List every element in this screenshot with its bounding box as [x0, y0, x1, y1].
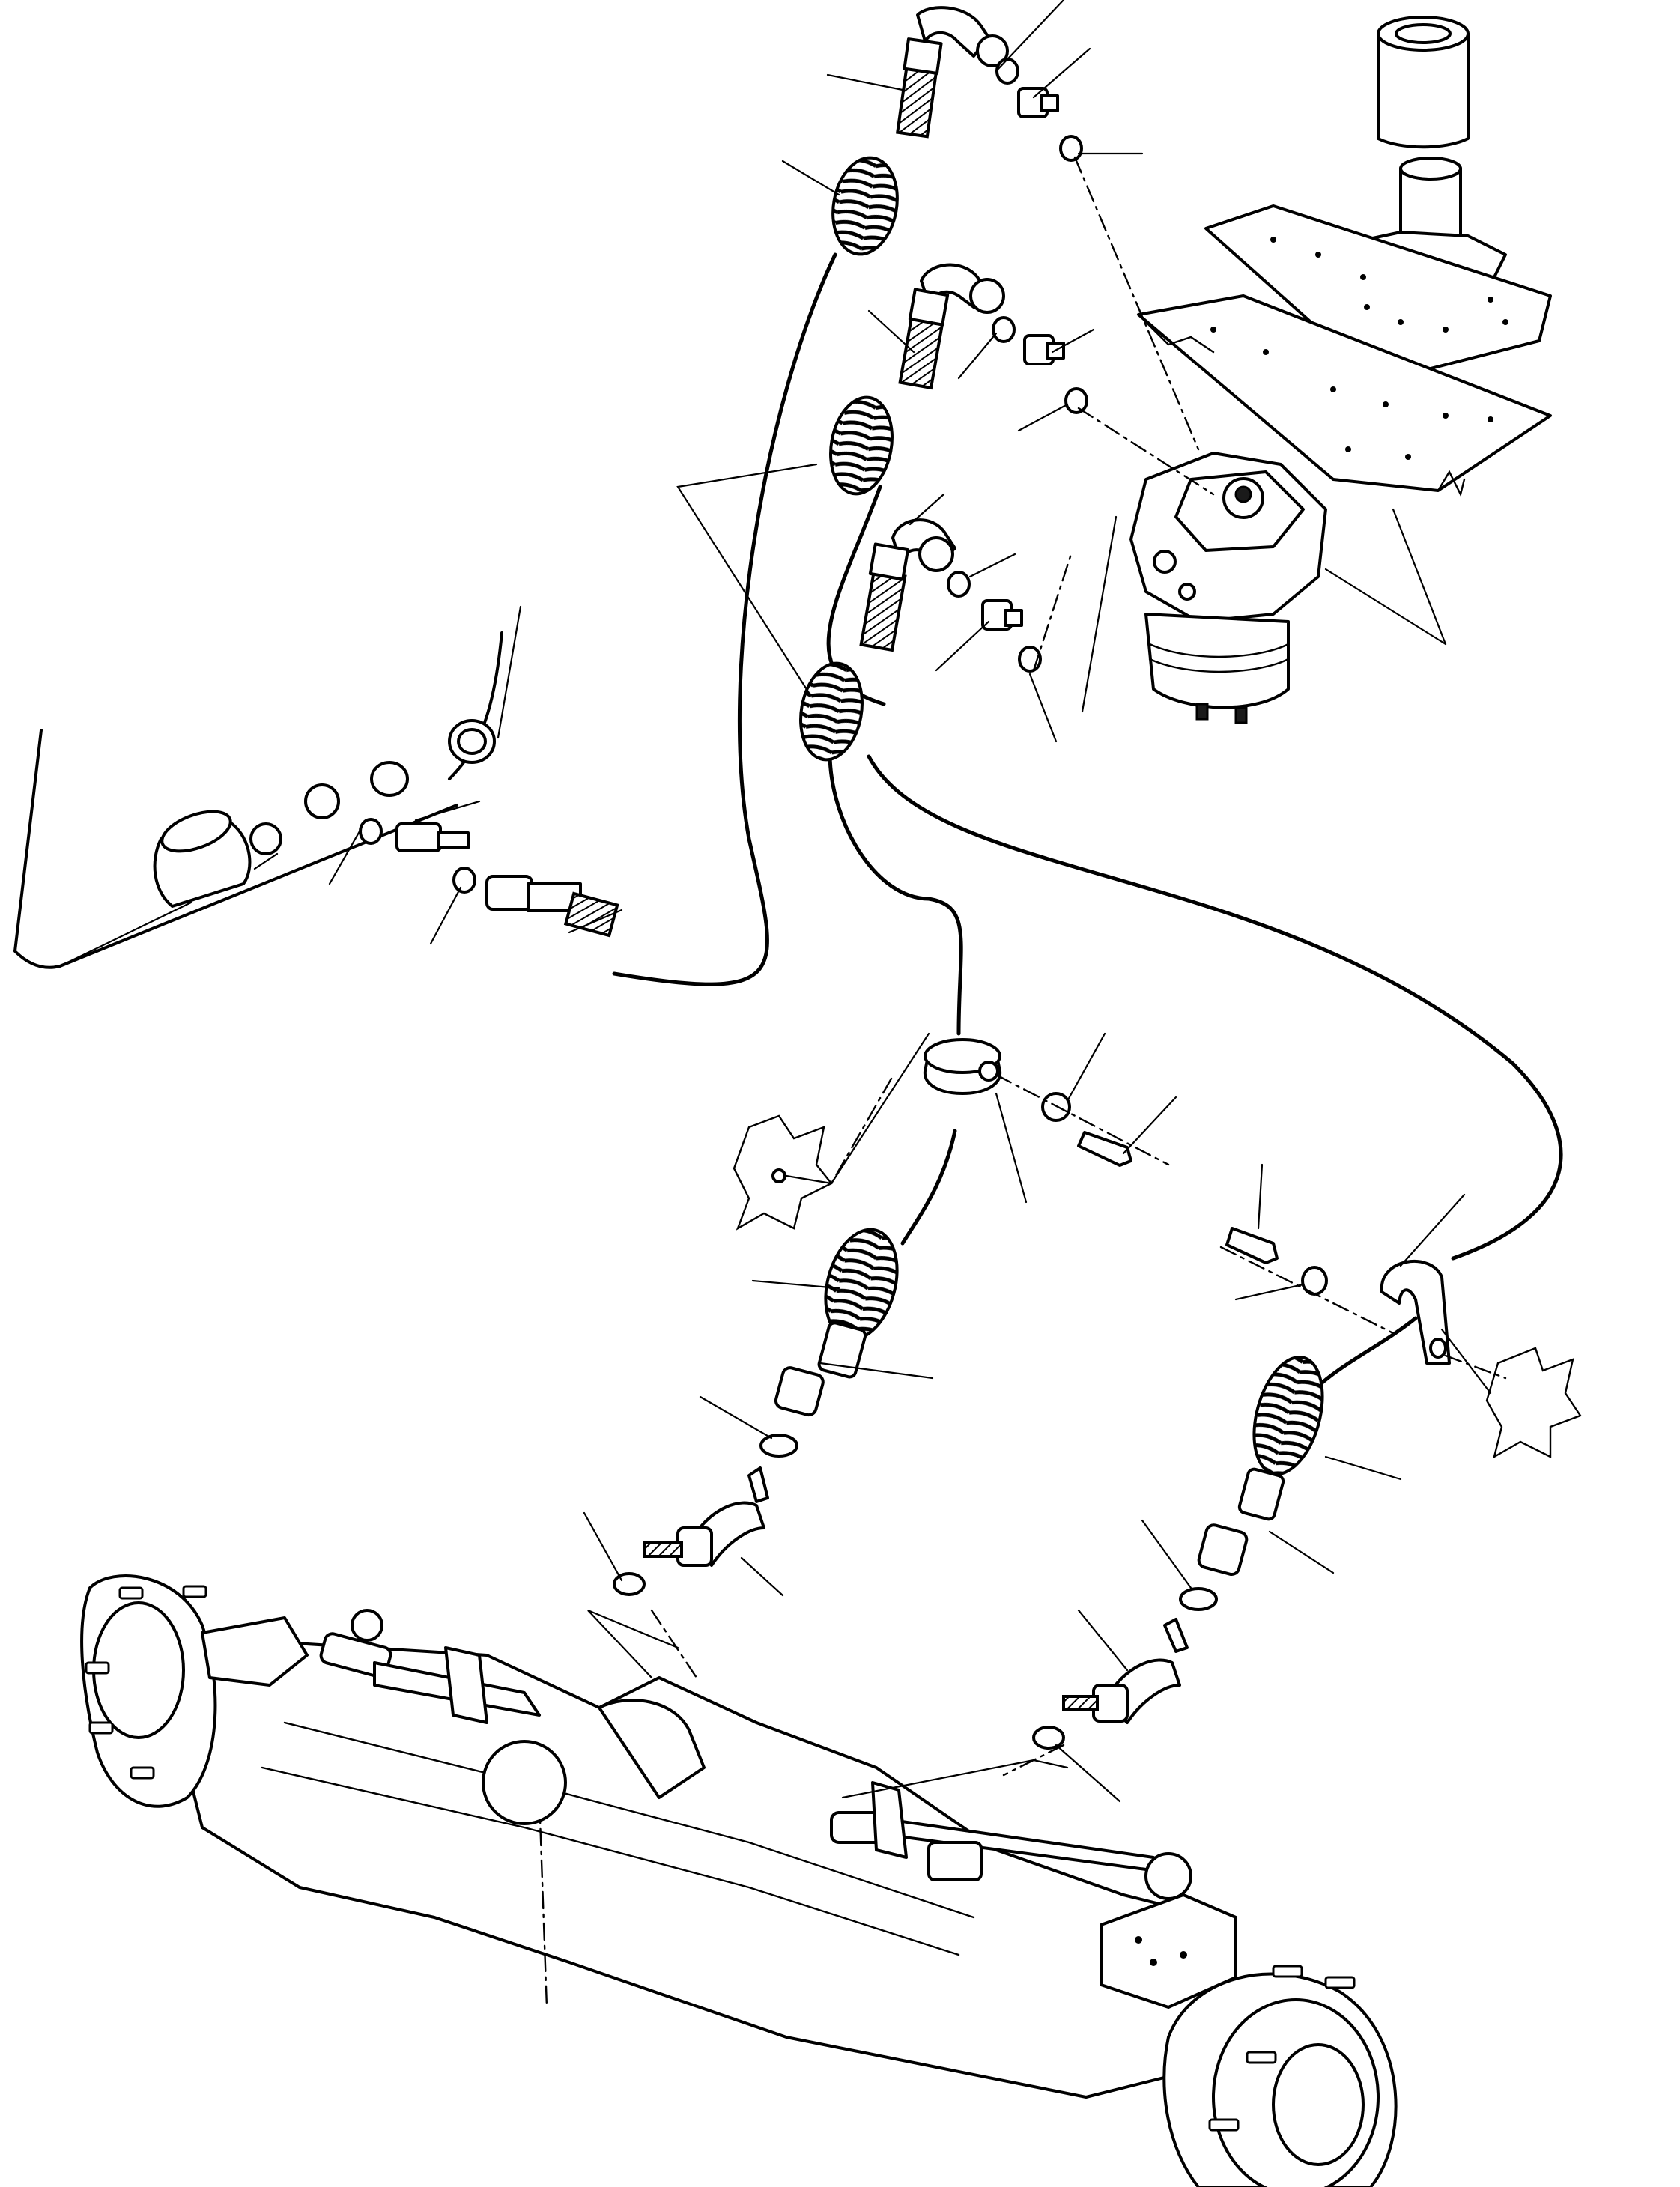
- right-cylinder-fittings: [1032, 1355, 1324, 1750]
- fitting-chain-middle: [829, 263, 1088, 496]
- axle-pivot-boss: [482, 1740, 567, 1825]
- steering-unit: [1129, 452, 1327, 724]
- lower-plate-bolt-holes: [1210, 327, 1493, 460]
- hose-to-right-cylinder: [867, 754, 1563, 1261]
- hose-to-left-cylinder: [828, 754, 963, 1036]
- steering-unit-motor: [1144, 613, 1290, 709]
- plate-bolt-holes: [1270, 237, 1508, 333]
- fitting-chain-lower: [799, 518, 1042, 762]
- axle-housing: [171, 1639, 1215, 2099]
- lower-mounting-plate: [1137, 294, 1552, 492]
- front-axle: [80, 1574, 1398, 2187]
- fitting-chain-top: [831, 6, 1083, 256]
- hose-left-lower: [900, 1129, 957, 1246]
- left-cylinder-fittings: [613, 1228, 899, 1596]
- bulkhead-panel: [13, 631, 619, 969]
- left-clamp: [733, 1038, 1132, 1231]
- right-clamp: [1225, 1227, 1582, 1459]
- hose-right-lower: [1308, 1316, 1418, 1395]
- hose-to-bulkhead: [612, 252, 837, 986]
- hose-routes: [612, 252, 1563, 1395]
- centerlines: [650, 156, 1507, 1777]
- column-upper-tube: [1377, 32, 1470, 149]
- steering-column: [1137, 16, 1552, 497]
